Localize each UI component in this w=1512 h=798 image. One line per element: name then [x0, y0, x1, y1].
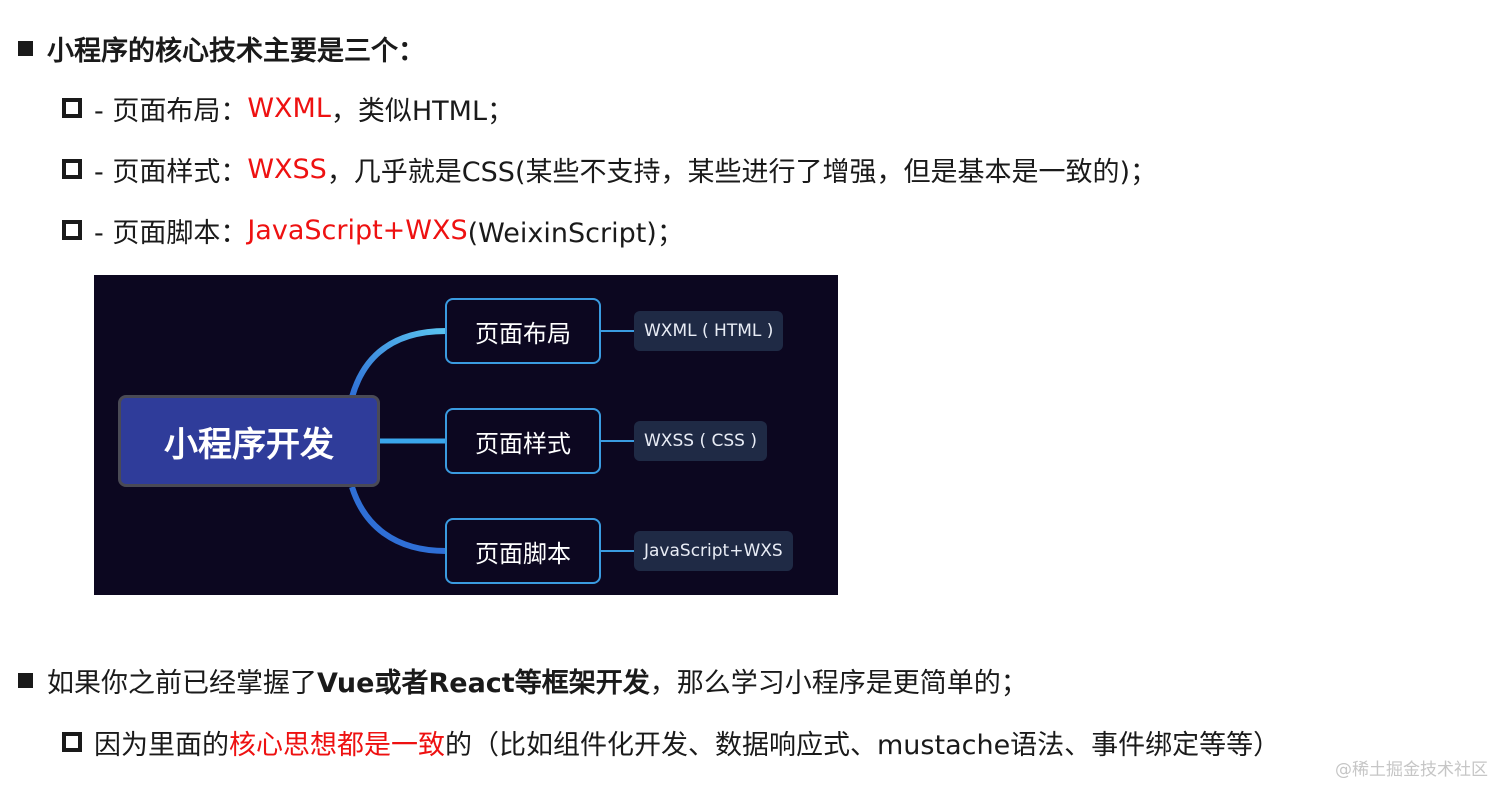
item-highlight: JavaScript+WXS [247, 214, 468, 246]
item-prefix: - 页面样式： [94, 156, 248, 188]
mindmap-diagram: 小程序开发 页面布局 页面样式 页面脚本 WXML ( HTML ) WXSS … [94, 275, 838, 595]
mindmap-branch-layout: 页面布局 [445, 298, 601, 364]
list-item-script: - 页面脚本： JavaScript+WXS (WeixinScript)； [62, 208, 684, 252]
mindmap-leaf-js-wxs: JavaScript+WXS [634, 531, 793, 571]
mindmap-connectors [349, 328, 634, 554]
item2-after: 的（比如组件化开发、数据响应式、mustache语法、事件绑定等等） [445, 729, 1281, 761]
list-item-style: - 页面样式： WXSS ，几乎就是CSS(某些不支持，某些进行了增强，但是基本… [62, 147, 1157, 191]
hollow-square-bullet-icon [62, 98, 82, 118]
item-suffix: ，类似HTML； [330, 95, 514, 127]
heading-core-tech-text: 小程序的核心技术主要是三个： [47, 35, 425, 67]
mindmap-root-node: 小程序开发 [118, 395, 380, 487]
watermark: @稀土掘金技术社区 [1335, 760, 1488, 780]
item-prefix: - 页面脚本： [94, 217, 248, 249]
item2-highlight: 核心思想都是一致 [229, 729, 445, 761]
hollow-square-bullet-icon [62, 220, 82, 240]
mindmap-leaf-wxss: WXSS ( CSS ) [634, 421, 767, 461]
item-suffix: (WeixinScript)； [467, 217, 684, 249]
heading-framework-note: 如果你之前已经掌握了 Vue或者React等框架开发 ，那么学习小程序是更简单的… [18, 658, 1028, 702]
item-suffix: ，几乎就是CSS(某些不支持，某些进行了增强，但是基本是一致的)； [326, 156, 1158, 188]
hollow-square-bullet-icon [62, 159, 82, 179]
connector-top [349, 328, 447, 398]
mindmap-leaf-wxml: WXML ( HTML ) [634, 311, 784, 351]
mindmap-branch-script: 页面脚本 [445, 518, 601, 584]
hollow-square-bullet-icon [62, 732, 82, 752]
connector-bottom [349, 486, 447, 554]
heading2-bold: Vue或者React等框架开发 [317, 667, 650, 699]
list-item-layout: - 页面布局： WXML ，类似HTML； [62, 86, 514, 130]
square-bullet-icon [18, 40, 33, 56]
heading2-before: 如果你之前已经掌握了 [47, 667, 317, 699]
heading-core-tech: 小程序的核心技术主要是三个： [18, 26, 425, 70]
heading2-after: ，那么学习小程序是更简单的； [649, 667, 1028, 699]
item2-before: 因为里面的 [94, 729, 229, 761]
item-highlight: WXML [247, 92, 331, 124]
mindmap-branch-style: 页面样式 [445, 408, 601, 474]
list-item-core-idea: 因为里面的 核心思想都是一致 的（比如组件化开发、数据响应式、mustache语… [62, 720, 1280, 764]
square-bullet-icon [18, 672, 33, 688]
item-highlight: WXSS [247, 153, 327, 185]
item-prefix: - 页面布局： [94, 95, 248, 127]
